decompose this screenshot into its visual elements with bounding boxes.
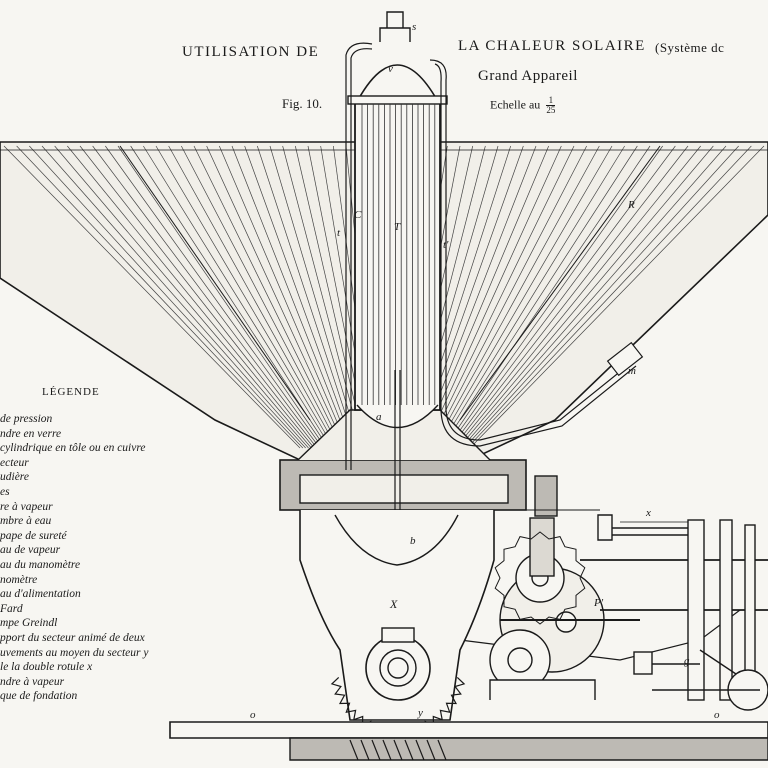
scale-label: Echelle au 1 25 — [490, 96, 556, 115]
scale-denominator: 25 — [546, 105, 556, 115]
legend-item: cylindrique en tôle ou en cuivre — [0, 442, 146, 455]
label-m: m — [628, 365, 636, 377]
label-y: y — [417, 707, 423, 719]
legend-item: pape de sureté — [0, 529, 67, 542]
label-T: T — [394, 221, 401, 233]
label-v: v — [388, 63, 393, 75]
legend-item: au du manomètre — [0, 558, 81, 571]
legend-item: ndre en verre — [0, 427, 62, 440]
legend-item: uvements au moyen du secteur y — [0, 646, 149, 659]
legend-item: mbre à eau — [0, 515, 52, 528]
legend-item: nomètre — [0, 573, 38, 586]
pedestal — [299, 510, 495, 737]
label-C: C — [354, 209, 362, 221]
scale-text: Echelle au — [490, 97, 541, 112]
legend-item: de pression — [0, 413, 53, 425]
legend-item: au de vapeur — [0, 544, 61, 557]
legend-item: que de fondation — [0, 690, 78, 703]
legend-title: LÉGENDE — [42, 386, 100, 398]
label-R: R — [627, 199, 635, 211]
boiler-column — [347, 11, 448, 429]
legend-item: au d'alimentation — [0, 588, 81, 601]
label-t-left: t — [337, 227, 341, 239]
title-right: LA CHALEUR SOLAIRE — [458, 38, 646, 54]
scale-fraction: 1 25 — [546, 96, 556, 115]
legend-item: ndre à vapeur — [0, 675, 65, 688]
legend-item: pport du secteur animé de deux — [0, 631, 145, 644]
legend-item: le la double rotule x — [0, 661, 93, 674]
label-g: g — [684, 655, 690, 667]
label-o-left: o — [250, 709, 256, 721]
label-X: X — [389, 597, 398, 611]
label-b: b — [410, 535, 416, 547]
label-x: x — [645, 507, 651, 519]
legend-item: mpe Greindl — [0, 617, 58, 630]
label-o-right: o — [714, 709, 720, 721]
figure-number: Fig. 10. — [282, 96, 323, 111]
label-t-right: t' — [443, 239, 449, 251]
subtitle: Grand Appareil — [478, 68, 578, 84]
boiler-base — [279, 409, 527, 511]
legend-item: Fard — [0, 602, 23, 615]
title-left: UTILISATION DE — [182, 44, 320, 60]
label-s: s — [412, 21, 416, 33]
scale-numerator: 1 — [546, 96, 556, 106]
legend-item: es — [0, 485, 10, 498]
legend-list: de pression ndre en verre cylindrique en t… — [0, 412, 149, 704]
label-P-prime: P' — [593, 597, 604, 609]
sector-mechanism — [489, 475, 768, 711]
legend-item: ecteur — [0, 456, 29, 469]
label-a: a — [376, 411, 382, 423]
legend-item: re à vapeur — [0, 500, 53, 513]
foundation-plate — [169, 721, 768, 761]
system-note: (Système dc — [655, 40, 725, 55]
legend-item: udière — [0, 471, 29, 484]
